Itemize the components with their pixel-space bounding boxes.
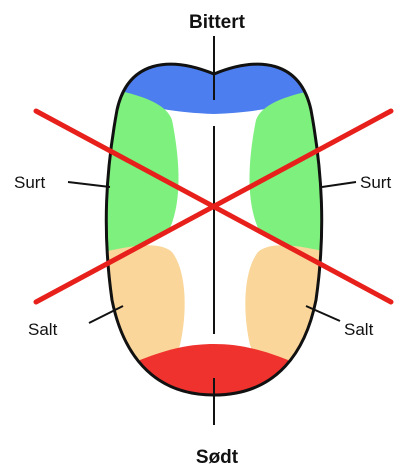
- salt-zone-right: [245, 245, 340, 368]
- label-sour-left: Surt: [14, 173, 45, 192]
- label-salt-left: Salt: [28, 320, 58, 339]
- label-sour-right: Surt: [360, 173, 391, 192]
- left-upper-leader-line: [68, 182, 110, 187]
- label-sweet: Sødt: [196, 447, 239, 468]
- label-salt-right: Salt: [344, 320, 374, 339]
- right-upper-leader-line: [322, 182, 356, 187]
- label-bitter: Bittert: [189, 12, 246, 33]
